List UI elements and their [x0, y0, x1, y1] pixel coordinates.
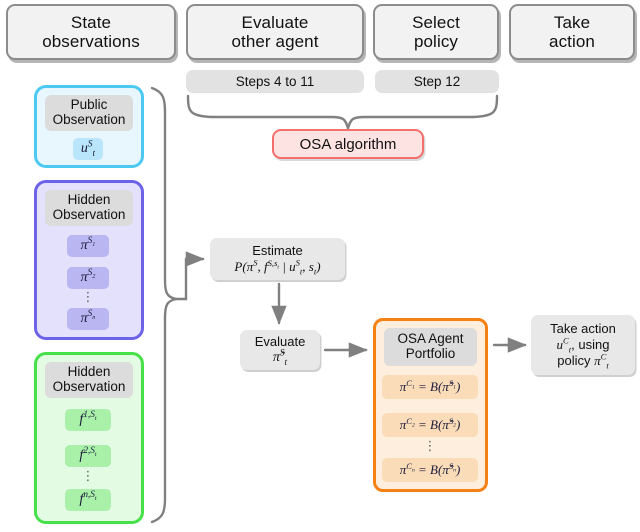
title-line2: Observation	[52, 112, 126, 127]
chip-f-n-St: fn,St	[65, 489, 111, 511]
hidden-observation-features-box: Hidden Observation f1,St f2,St ⋮ fn,St	[34, 352, 144, 524]
evaluate-formula: π̂St	[272, 347, 288, 368]
chip-pi-Sn: πSn	[67, 308, 109, 330]
header-pill-line1: Take	[553, 12, 591, 32]
header-pill-state-observations: State observations	[6, 4, 176, 60]
portfolio-row-1: πC1 = B(π̂S1)	[382, 375, 478, 399]
steps-brace	[186, 94, 499, 130]
estimate-box: Estimate P(πS, fS,st | uSt, st)	[210, 238, 345, 280]
header-pill-line2: other agent	[231, 32, 319, 51]
vertical-ellipsis: ⋮	[81, 469, 95, 484]
header-pill-line1: Select	[412, 12, 460, 32]
brace-to-estimate-arrow	[174, 251, 205, 301]
evaluate-box: Evaluate π̂St	[240, 330, 320, 370]
hidden-observation-policies-box: Hidden Observation πS1 πS2 ⋮ πSn	[34, 180, 144, 340]
title-line1: Public	[70, 97, 108, 113]
portfolio-row-2: πC2 = B(π̂S2)	[382, 413, 478, 437]
header-pill-line2: observations	[42, 32, 140, 51]
take-action-line3: policy πCt	[557, 351, 609, 371]
title-line1: OSA Agent	[397, 331, 464, 347]
take-action-box: Take action uCt, using policy πCt	[531, 315, 635, 375]
chip-pi-S1: πS1	[67, 235, 109, 257]
header-pill-line2: action	[549, 32, 595, 51]
header-pill-line2: policy	[413, 32, 459, 51]
header-pill-select-policy: Select policy	[373, 4, 499, 60]
take-action-line2: uCt, using	[556, 335, 610, 355]
hidden-observation-features-title: Hidden Observation	[45, 362, 133, 398]
chip-f-1-St: f1,St	[65, 409, 111, 431]
header-pill-line1: State	[70, 12, 112, 32]
vertical-ellipsis: ⋮	[81, 290, 95, 305]
osa-agent-portfolio-box: OSA Agent Portfolio πC1 = B(π̂S1) πC2 = …	[373, 318, 488, 492]
header-pill-take-action: Take action	[509, 4, 635, 60]
take-action-line1: Take action	[550, 321, 616, 337]
header-pill-line1: Evaluate	[241, 12, 309, 32]
chip-pi-S2: πS2	[67, 267, 109, 289]
chip-u-t-S: uSt	[73, 138, 103, 160]
evaluate-label: Evaluate	[254, 333, 306, 349]
portfolio-row-n: πCn = B(π̂Sn)	[382, 458, 478, 482]
title-line2: Observation	[52, 207, 126, 222]
header-pill-evaluate-other-agent: Evaluate other agent	[186, 4, 364, 60]
observations-brace	[150, 86, 178, 524]
title-line2: Observation	[52, 379, 126, 394]
vertical-ellipsis: ⋮	[423, 439, 437, 454]
estimate-formula: P(πS, fS,st | uSt, st)	[234, 257, 321, 277]
osa-algorithm-box: OSA algorithm	[272, 129, 424, 159]
hidden-observation-policies-title: Hidden Observation	[45, 190, 133, 226]
title-line1: Hidden	[67, 364, 111, 380]
public-observation-title: Public Observation	[45, 95, 133, 131]
step-pill-step-12: Step 12	[375, 70, 499, 93]
title-line1: Hidden	[67, 192, 111, 208]
estimate-label: Estimate	[252, 243, 303, 259]
public-observation-box: Public Observation uSt	[34, 85, 144, 168]
chip-f-2-St: f2,St	[65, 445, 111, 467]
step-pill-steps-4-to-11: Steps 4 to 11	[186, 70, 364, 93]
title-line2: Portfolio	[405, 346, 456, 361]
osa-agent-portfolio-title: OSA Agent Portfolio	[384, 328, 477, 366]
